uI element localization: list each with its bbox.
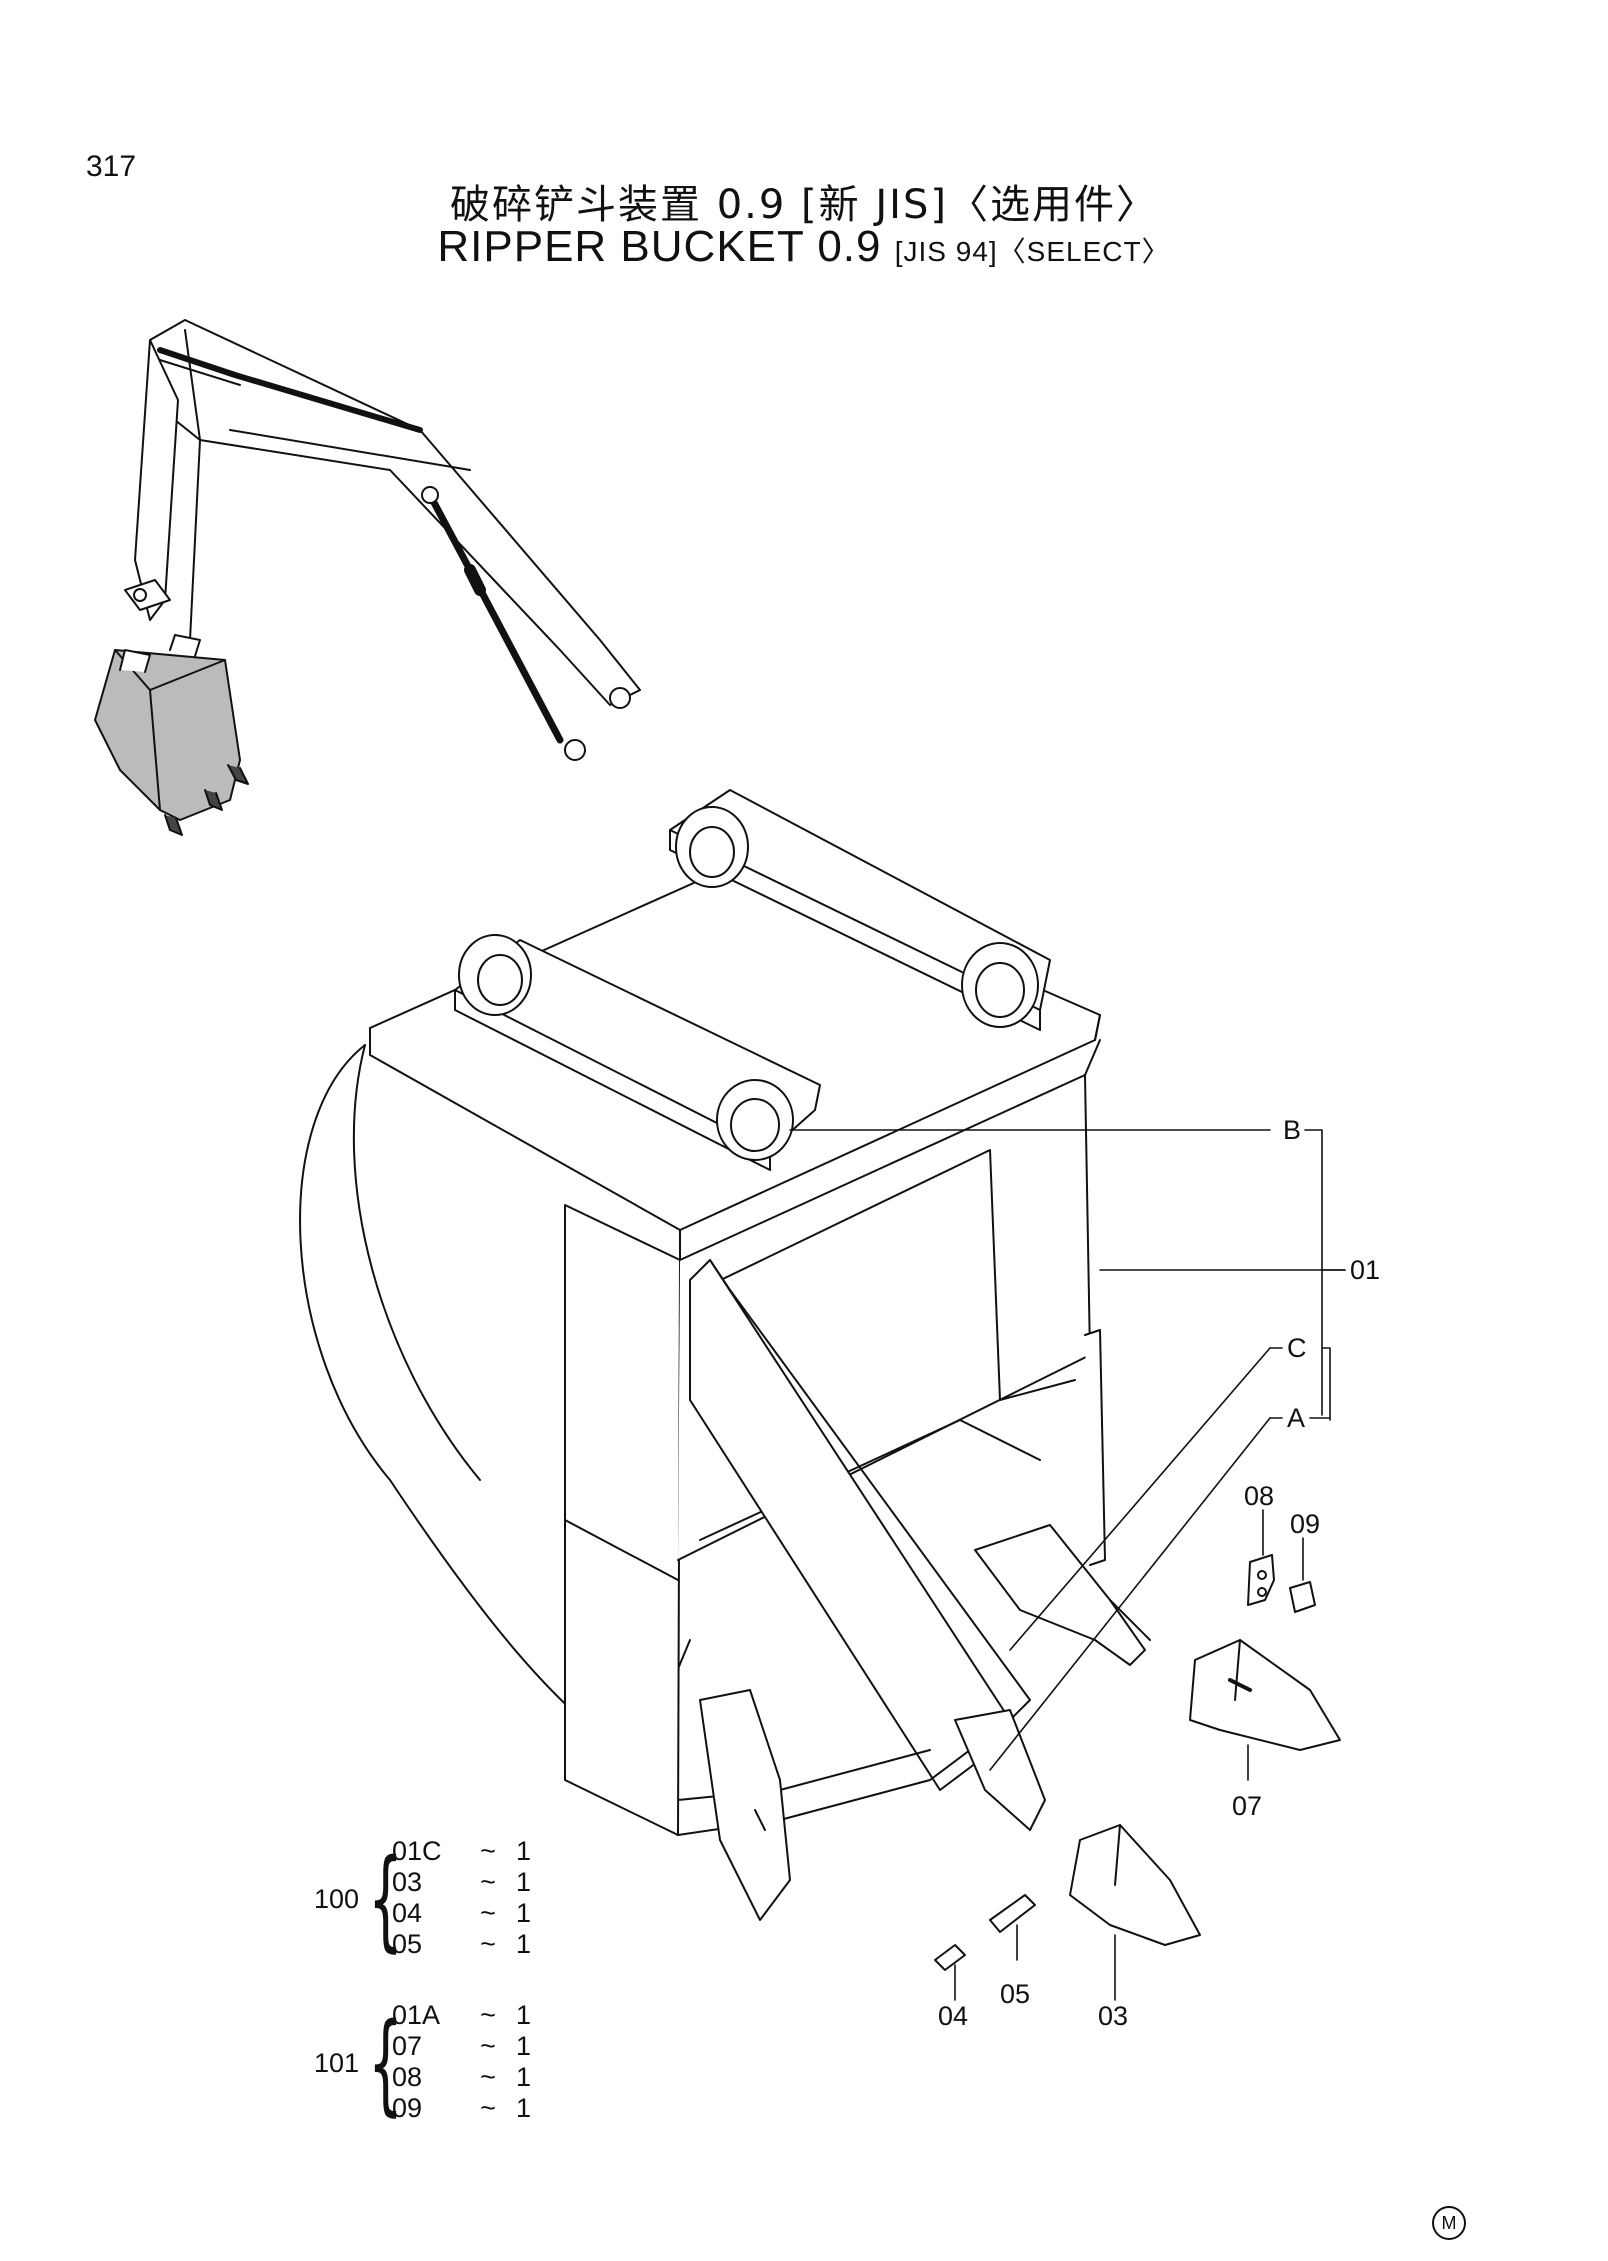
kit-100-id: 100	[314, 1884, 360, 1914]
callout-04: 04	[938, 2001, 968, 2031]
kit-101-row: 01A~1	[392, 2000, 532, 2030]
kit-101-brace: {	[368, 1999, 403, 2127]
bucket-assembly	[299, 789, 1151, 1921]
kit-101-row: 09~1	[392, 2093, 532, 2123]
callout-09: 09	[1290, 1509, 1320, 1539]
kit-100-brace: {	[368, 1835, 403, 1963]
callout-05: 05	[1000, 1979, 1030, 2009]
kit-100-row: 04~1	[392, 1898, 532, 1928]
part-09-pin	[1289, 1581, 1316, 1613]
kit-100-row: 05~1	[392, 1929, 532, 1959]
page-number: 317	[86, 150, 137, 183]
kit-100-rows: 01C~1 03~1 04~1 05~1	[392, 1836, 546, 1960]
callout-08: 08	[1244, 1481, 1274, 1511]
kit-101-id: 101	[314, 2048, 360, 2078]
callout-01: 01	[1350, 1255, 1380, 1285]
callout-a: A	[1287, 1403, 1305, 1433]
kit-100-row: 01C~1	[392, 1836, 532, 1866]
callout-03: 03	[1098, 2001, 1128, 2031]
title-english: RIPPER BUCKET 0.9 [JIS 94]〈SELECT〉	[0, 222, 1608, 272]
kit-101-row: 08~1	[392, 2062, 532, 2092]
kit-101-rows: 01A~1 07~1 08~1 09~1	[392, 2000, 546, 2124]
title-english-jis: [JIS 94]	[894, 236, 998, 267]
part-08-lock	[1247, 1554, 1275, 1606]
kit-100: 100 { 01C~1 03~1 04~1 05~1	[314, 1836, 574, 1966]
callout-b: B	[1283, 1115, 1301, 1145]
callout-07: 07	[1232, 1791, 1262, 1821]
title-english-main: RIPPER BUCKET 0.9	[437, 222, 895, 271]
part-07-tooth	[1189, 1639, 1341, 1751]
excavator-thumbnail	[94, 319, 641, 836]
part-03-tooth	[1069, 1824, 1201, 1946]
part-04-pin	[934, 1944, 966, 1971]
kit-101: 101 { 01A~1 07~1 08~1 09~1	[314, 2000, 574, 2130]
part-05-rubber	[989, 1894, 1036, 1933]
kit-101-row: 07~1	[392, 2031, 532, 2061]
catalog-mark: M	[1432, 2206, 1466, 2240]
title-english-select: 〈SELECT〉	[997, 236, 1171, 267]
title-chinese: 破碎铲斗装置 0.9 [新 JIS]〈选用件〉	[450, 182, 1158, 228]
kit-100-row: 03~1	[392, 1867, 532, 1897]
callout-c: C	[1287, 1333, 1307, 1363]
leader-lines	[789, 1129, 1346, 2001]
